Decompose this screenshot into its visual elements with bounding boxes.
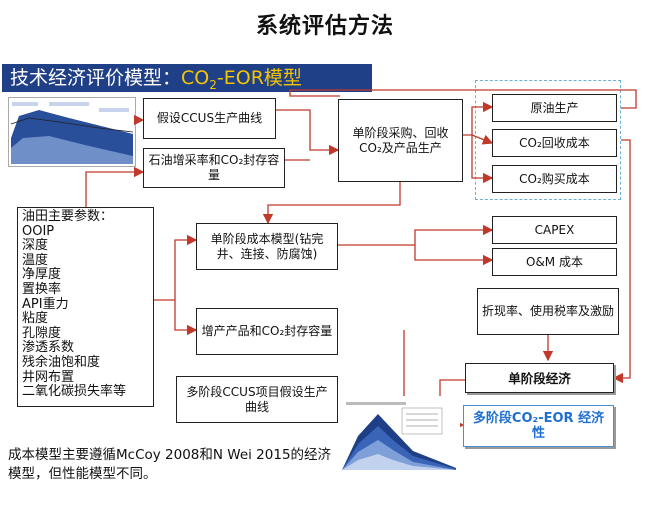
crude-oil-production-box: 原油生产 <box>492 94 617 122</box>
production-curve-thumbnail <box>8 97 136 167</box>
param-item: 孔隙度 <box>22 325 62 341</box>
param-item: 粘度 <box>22 311 49 327</box>
incremental-product-box: 增产产品和CO₂封存容量 <box>196 308 338 355</box>
param-item: 油田主要参数： <box>22 209 114 224</box>
param-item: 置换率 <box>22 281 62 297</box>
multi-stage-curve-thumbnail <box>338 396 460 472</box>
param-item: 残余油饱和度 <box>22 354 101 370</box>
single-stage-economics-box: 单阶段经济 <box>465 363 614 393</box>
param-item: 渗透系数 <box>22 340 75 356</box>
multi-stage-curve-graphic <box>338 396 460 472</box>
subtitle-highlight-a: CO <box>181 67 210 89</box>
single-stage-cost-model-box: 单阶段成本模型(钻完井、连接、防腐蚀) <box>196 223 338 270</box>
param-item: OOIP <box>22 223 55 239</box>
cost-group-outline <box>475 80 621 200</box>
multi-stage-economics-box: 多阶段CO₂-EOR 经济性 <box>463 405 614 447</box>
production-curve-graphic <box>9 98 135 166</box>
oilfield-params-box: 油田主要参数： OOIP 深度 温度 净厚度 置换率 API重力 粘度 孔隙度 … <box>17 207 154 407</box>
section-subtitle-bar: 技术经济评价模型：CO2-EOR模型 <box>2 64 372 92</box>
page-title: 系统评估方法 <box>255 14 394 39</box>
single-stage-production-box: 单阶段采购、回收CO₂及产品生产 <box>338 99 463 182</box>
oil-rate-storage-box: 石油增采率和CO₂封存容量 <box>143 148 285 188</box>
footnote: 成本模型主要遵循McCoy 2008和N Wei 2015的经济模型，但性能模型… <box>8 447 332 482</box>
co2-recovery-cost-box: CO₂回收成本 <box>492 129 617 157</box>
param-item: 温度 <box>22 252 49 268</box>
capex-box: CAPEX <box>492 216 617 244</box>
co2-purchase-cost-box: CO₂购买成本 <box>492 165 617 193</box>
subtitle-highlight-b: -EOR模型 <box>216 67 302 89</box>
param-item: 井网布置 <box>22 369 75 385</box>
om-cost-box: O&M 成本 <box>492 248 617 276</box>
param-item: 净厚度 <box>22 267 62 283</box>
param-item: 深度 <box>22 238 49 254</box>
subtitle-prefix: 技术经济评价模型： <box>10 67 182 89</box>
param-item: 二氧化碳损失率等 <box>22 384 127 400</box>
param-item: API重力 <box>22 296 69 312</box>
subtitle-highlight-sub: 2 <box>209 77 217 92</box>
assume-ccus-curve-box: 假设CCUS生产曲线 <box>143 98 276 139</box>
multi-stage-curve-box: 多阶段CCUS项目假设生产曲线 <box>176 376 338 423</box>
discount-tax-box: 折现率、使用税率及激励 <box>477 288 619 335</box>
